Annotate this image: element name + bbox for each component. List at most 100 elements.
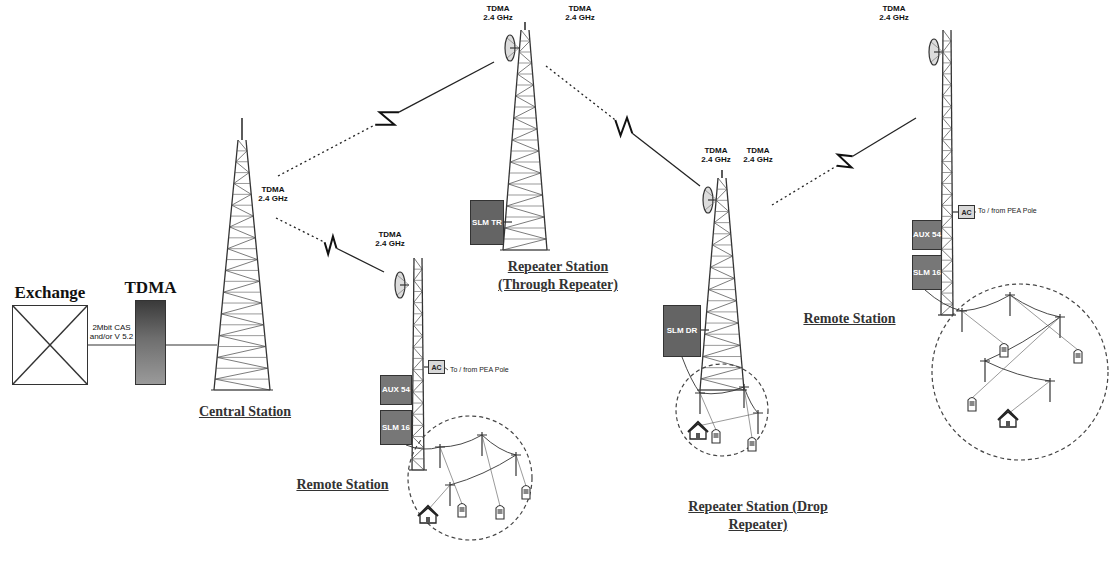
remote-mast (943, 95, 952, 96)
central-tower (219, 325, 264, 336)
repeater-tower (517, 85, 534, 86)
remote-mast (941, 293, 953, 304)
dish-antenna (510, 47, 519, 48)
radio-link (325, 236, 337, 254)
central-tower (234, 183, 250, 184)
central-tower (246, 140, 270, 390)
radio-link (278, 62, 494, 176)
repeater-tower (512, 129, 537, 140)
central-tower (225, 270, 259, 281)
antenna-mast (721, 170, 723, 178)
service-area (925, 284, 1108, 460)
remote-mast (414, 280, 422, 281)
central-tower (236, 162, 249, 173)
service-area (406, 445, 440, 449)
repeater-tower (715, 211, 729, 212)
remote-mast (412, 425, 423, 436)
radio-link (546, 66, 700, 186)
link-line (88, 344, 135, 345)
service-area (408, 416, 532, 540)
repeater-tower (515, 107, 536, 108)
repeater-tower (711, 256, 732, 257)
remote-mast (942, 140, 952, 151)
remote-mast (942, 118, 951, 129)
service-area (757, 410, 758, 434)
repeater-tower (705, 323, 739, 334)
service-area (496, 506, 504, 520)
repeater-tower (512, 140, 538, 141)
dish-antenna (708, 199, 717, 200)
repeater-tower (710, 267, 733, 268)
dish-antenna (705, 200, 717, 210)
antenna-mast (242, 118, 243, 140)
service-area (516, 455, 526, 486)
service-area (700, 387, 744, 394)
tdma-unit: TDMA (135, 300, 166, 385)
central-tower (236, 151, 247, 162)
dish-antenna (400, 284, 409, 285)
remote-mast (942, 139, 952, 140)
remote-mast (413, 403, 424, 404)
repeater-tower (697, 178, 747, 390)
remote-mast (942, 128, 951, 129)
central-tower (214, 140, 238, 390)
remote-mast (943, 84, 952, 85)
service-area (750, 441, 755, 446)
radio-link (278, 125, 375, 176)
repeater-tower (507, 206, 545, 217)
remote-mast (942, 151, 952, 162)
central-tower (223, 292, 261, 303)
remote-mast (943, 63, 952, 74)
service-area (498, 509, 503, 514)
antenna-mast (241, 118, 243, 140)
repeater-tower (507, 195, 543, 206)
box-heading: TDMA (125, 278, 177, 298)
repeater-tower (712, 234, 730, 245)
dish-antenna (705, 190, 717, 200)
station-name: Repeater Station (Drop Repeater) (688, 498, 828, 534)
remote-mast (942, 172, 952, 173)
repeater-tower (505, 228, 545, 229)
service-area (1074, 350, 1082, 364)
dish-antenna (397, 285, 409, 295)
repeater-tower (714, 211, 729, 222)
repeater-tower (701, 379, 744, 390)
repeater-tower (707, 312, 739, 323)
central-tower (224, 281, 259, 282)
service-area (482, 435, 516, 455)
repeater-tower (517, 74, 533, 85)
repeater-tower (701, 368, 742, 379)
box-label: SLM 16 (382, 423, 410, 432)
remote-mast (942, 227, 953, 228)
repeater-tower (512, 140, 539, 151)
repeater-tower (709, 290, 737, 301)
dish-antenna (929, 39, 943, 65)
remote-mast (943, 52, 951, 63)
service-area (985, 317, 1060, 361)
station-name: Remote Station (285, 476, 400, 494)
remote-mast (942, 150, 952, 151)
remote-mast (413, 414, 424, 415)
remote-mast (942, 107, 951, 118)
central-tower (236, 161, 248, 162)
service-area (1010, 295, 1078, 350)
remote-mast (942, 194, 952, 195)
central-tower (230, 216, 254, 227)
repeater-tower (505, 228, 546, 239)
central-tower (211, 389, 273, 390)
station-name: Remote Station (792, 310, 907, 328)
service-area (980, 361, 990, 362)
box-heading: Exchange (15, 283, 86, 303)
repeater-tower (521, 30, 530, 41)
remote-mast (943, 40, 951, 41)
service-area (700, 393, 716, 430)
service-area (1006, 421, 1010, 427)
remote-mast (942, 238, 953, 239)
repeater-tower (510, 162, 541, 173)
remote-mast (942, 227, 953, 238)
service-area (682, 357, 700, 393)
antenna-mast (524, 22, 526, 30)
repeater-tower (517, 74, 532, 75)
remote-mast (412, 458, 424, 459)
central-tower (221, 303, 261, 314)
